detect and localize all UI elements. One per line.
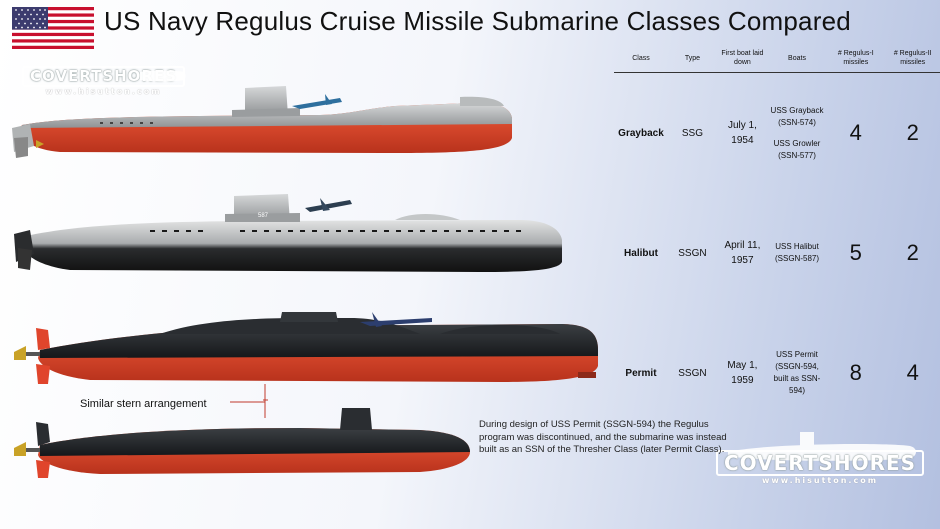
header-laid-down: First boat laid down <box>716 46 768 73</box>
cell-regulus-1: 8 <box>849 360 862 385</box>
header-regulus-2: # Regulus-II missiles <box>885 46 940 73</box>
cell-regulus-2: 2 <box>906 120 919 145</box>
cell-class: Permit <box>625 367 657 379</box>
halibut-hull-number: 587 <box>258 213 269 219</box>
halibut-submarine: 587 <box>14 194 562 272</box>
cell-laid-down: April 11, 1957 <box>724 240 761 266</box>
cell-regulus-1: 4 <box>849 120 862 145</box>
boat-name: USS Grayback (SSN-574) <box>770 105 824 127</box>
covertshores-logo-large: COVERTSHORES www.hisutton.com <box>716 450 925 485</box>
header-class: Class <box>614 46 668 73</box>
stern-marker <box>230 384 268 418</box>
table-row: Permit SSGN May 1, 1959 USS Permit (SSGN… <box>614 313 940 433</box>
table-row: Halibut SSGN April 11, 1957 USS Halibut … <box>614 193 940 313</box>
cell-type: SSGN <box>678 367 707 379</box>
logo-url-large: www.hisutton.com <box>762 476 879 485</box>
permit-ssn-submarine <box>14 408 470 478</box>
stern-arrangement-label: Similar stern arrangement <box>80 398 207 410</box>
cell-class: Grayback <box>618 127 664 139</box>
boat-name: USS Permit (SSGN-594, built as SSN-594) <box>773 350 821 395</box>
header-boats: Boats <box>767 46 827 73</box>
cell-regulus-1: 5 <box>849 240 862 265</box>
permit-ssgn-submarine <box>14 312 598 384</box>
table-header-row: Class Type First boat laid down Boats # … <box>614 46 940 73</box>
cell-laid-down: July 1, 1954 <box>727 120 757 146</box>
us-flag-icon <box>12 7 94 49</box>
grayback-submarine <box>12 86 512 158</box>
cell-type: SSG <box>681 127 703 139</box>
header-type: Type <box>667 46 717 73</box>
logo-url: www.hisutton.com <box>45 86 162 96</box>
logo-name-large: COVERTSHORES <box>716 450 925 476</box>
cell-class: Halibut <box>624 247 658 259</box>
cell-boats: USS Grayback (SSN-574) USS Growler (SSN-… <box>768 73 826 194</box>
cell-regulus-2: 2 <box>906 240 919 265</box>
table-row: Grayback SSG July 1, 1954 USS Grayback (… <box>614 73 940 194</box>
cell-type: SSGN <box>678 247 707 259</box>
header-regulus-1: # Regulus-I missiles <box>826 46 886 73</box>
boat-name: USS Halibut (SSGN-587) <box>775 242 820 263</box>
cell-laid-down: May 1, 1959 <box>727 360 758 386</box>
cell-boats: USS Halibut (SSGN-587) <box>768 193 826 313</box>
comparison-table: Class Type First boat laid down Boats # … <box>614 46 940 433</box>
page-title: US Navy Regulus Cruise Missile Submarine… <box>104 6 851 36</box>
logo-submarine-icon <box>140 70 916 461</box>
boat-name: USS Growler (SSN-577) <box>773 138 821 160</box>
cell-boats: USS Permit (SSGN-594, built as SSN-594) <box>768 313 826 433</box>
design-note: During design of USS Permit (SSGN-594) t… <box>479 419 727 456</box>
cell-regulus-2: 4 <box>906 360 919 385</box>
